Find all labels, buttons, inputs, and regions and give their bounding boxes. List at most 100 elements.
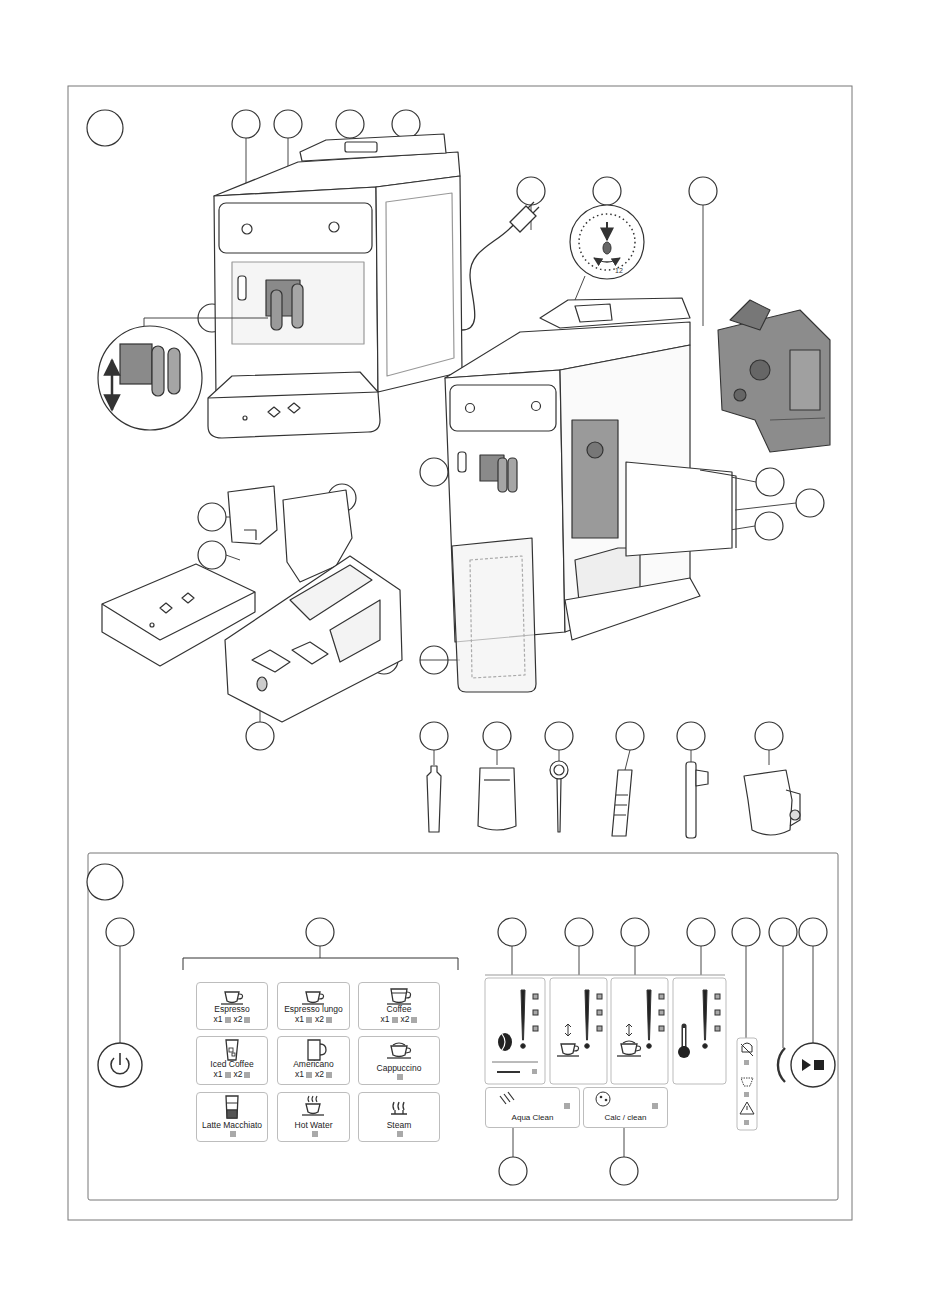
indicator-light bbox=[306, 1017, 312, 1023]
control-panel-icons bbox=[492, 1062, 538, 1063]
spout-zoom bbox=[152, 346, 164, 396]
control-panel-icons bbox=[532, 1069, 537, 1074]
brew-group bbox=[718, 300, 830, 452]
spout-zoom bbox=[168, 348, 180, 394]
control-panel-icons bbox=[682, 1026, 687, 1048]
quantity-row: x1 x2 bbox=[214, 1015, 251, 1025]
machine-open-view bbox=[700, 470, 736, 548]
callout-circle bbox=[755, 512, 783, 540]
machine-front-view bbox=[214, 187, 378, 398]
machine-front-view bbox=[300, 134, 446, 161]
indicator-light bbox=[306, 1072, 312, 1078]
quantity-label: x2 bbox=[234, 1014, 243, 1024]
quantity-option: x1 bbox=[295, 1070, 312, 1080]
callout-circle bbox=[87, 110, 123, 146]
quantity-label: x1 bbox=[381, 1014, 390, 1024]
control-panel-icons bbox=[814, 1060, 824, 1070]
indicator-light bbox=[397, 1131, 403, 1137]
machine-front-view bbox=[208, 372, 380, 438]
button-label: Aqua Clean bbox=[512, 1113, 554, 1122]
callout-circle bbox=[198, 541, 226, 569]
beverage-button: Espresso lungox1 x2 bbox=[277, 982, 350, 1030]
callout-circle bbox=[756, 468, 784, 496]
spout-zoom bbox=[111, 360, 114, 410]
beverage-button: Espressox1x2 bbox=[196, 982, 268, 1030]
power-cord bbox=[462, 222, 516, 330]
drip-tray-exploded bbox=[225, 556, 402, 722]
callout-circle bbox=[483, 722, 511, 750]
quantity-label: x1 bbox=[295, 1069, 304, 1079]
button-label: Steam bbox=[387, 1121, 412, 1131]
callout-circle bbox=[198, 503, 226, 531]
machine-open-view bbox=[587, 442, 603, 458]
quantity-label: x1 bbox=[295, 1014, 304, 1024]
indicator-light bbox=[326, 1017, 332, 1023]
callout-circle bbox=[621, 918, 649, 946]
callout-circle bbox=[392, 110, 420, 138]
callout-circle bbox=[420, 458, 448, 486]
control-panel-icons bbox=[500, 1092, 514, 1104]
callout-circle bbox=[769, 918, 797, 946]
indicator-light bbox=[564, 1103, 570, 1109]
button-label: Espresso lungo bbox=[284, 1005, 343, 1015]
brew-group bbox=[790, 350, 820, 410]
callout-circle bbox=[796, 489, 824, 517]
callout-circle bbox=[593, 177, 621, 205]
accessories bbox=[554, 765, 564, 775]
control-panel-icons bbox=[778, 1048, 785, 1082]
accessories bbox=[686, 762, 696, 838]
control-panel-icons bbox=[485, 978, 545, 1084]
callout-circle bbox=[106, 918, 134, 946]
machine-open-view bbox=[565, 578, 700, 640]
accessories bbox=[427, 766, 441, 832]
callout-circle bbox=[799, 918, 827, 946]
indicator-light bbox=[225, 1072, 231, 1078]
brew-group bbox=[718, 310, 830, 452]
accessories bbox=[550, 761, 568, 779]
accessories bbox=[427, 761, 800, 838]
leader-line bbox=[120, 138, 813, 1157]
quantity-label: x1 bbox=[214, 1014, 223, 1024]
control-panel-icons bbox=[557, 1044, 579, 1056]
control-panel-icons bbox=[98, 1043, 142, 1087]
indicator-light bbox=[392, 1017, 398, 1023]
control-panel-icons bbox=[497, 1071, 520, 1073]
quantity-label: x2 bbox=[315, 1014, 324, 1024]
power-cord bbox=[510, 206, 536, 232]
quantity-option: x2 bbox=[234, 1015, 251, 1025]
drip-tray-exploded bbox=[228, 486, 277, 544]
machine-front-view bbox=[219, 203, 372, 253]
control-panel-icons bbox=[302, 992, 324, 1004]
button-label: Cappuccino bbox=[377, 1064, 422, 1074]
drip-tray-exploded bbox=[330, 600, 380, 662]
beverage-button: Hot Water bbox=[277, 1092, 350, 1142]
machine-front-view bbox=[208, 392, 378, 398]
control-panel-icons bbox=[617, 1041, 641, 1056]
machine-open-view bbox=[498, 458, 507, 492]
indicator-light bbox=[652, 1103, 658, 1109]
callout-circle bbox=[545, 722, 573, 750]
machine-open-view bbox=[508, 458, 517, 492]
grind-dial bbox=[603, 242, 611, 254]
callout-circle bbox=[306, 918, 334, 946]
control-panel-icons bbox=[585, 990, 602, 1048]
control-panel-icons bbox=[226, 1040, 238, 1060]
drip-tray-exploded bbox=[160, 593, 194, 613]
machine-front-view bbox=[268, 403, 300, 417]
machine-open-view bbox=[532, 402, 541, 411]
callout-circle bbox=[420, 722, 448, 750]
control-panel-icons bbox=[498, 1033, 512, 1051]
accessories bbox=[557, 779, 561, 832]
control-panel-icons bbox=[391, 1102, 407, 1114]
drip-tray-exploded bbox=[252, 650, 290, 672]
grind-dial bbox=[606, 222, 608, 240]
drip-tray-exploded bbox=[257, 677, 267, 691]
quantity-option: x1 bbox=[295, 1015, 312, 1025]
grind-dial bbox=[570, 205, 644, 279]
control-panel-icons bbox=[791, 1043, 835, 1087]
brew-group bbox=[734, 389, 746, 401]
indicator-light bbox=[225, 1017, 231, 1023]
indicator-light bbox=[230, 1131, 236, 1137]
indicator-light bbox=[397, 1074, 403, 1080]
quantity-label: x2 bbox=[401, 1014, 410, 1024]
